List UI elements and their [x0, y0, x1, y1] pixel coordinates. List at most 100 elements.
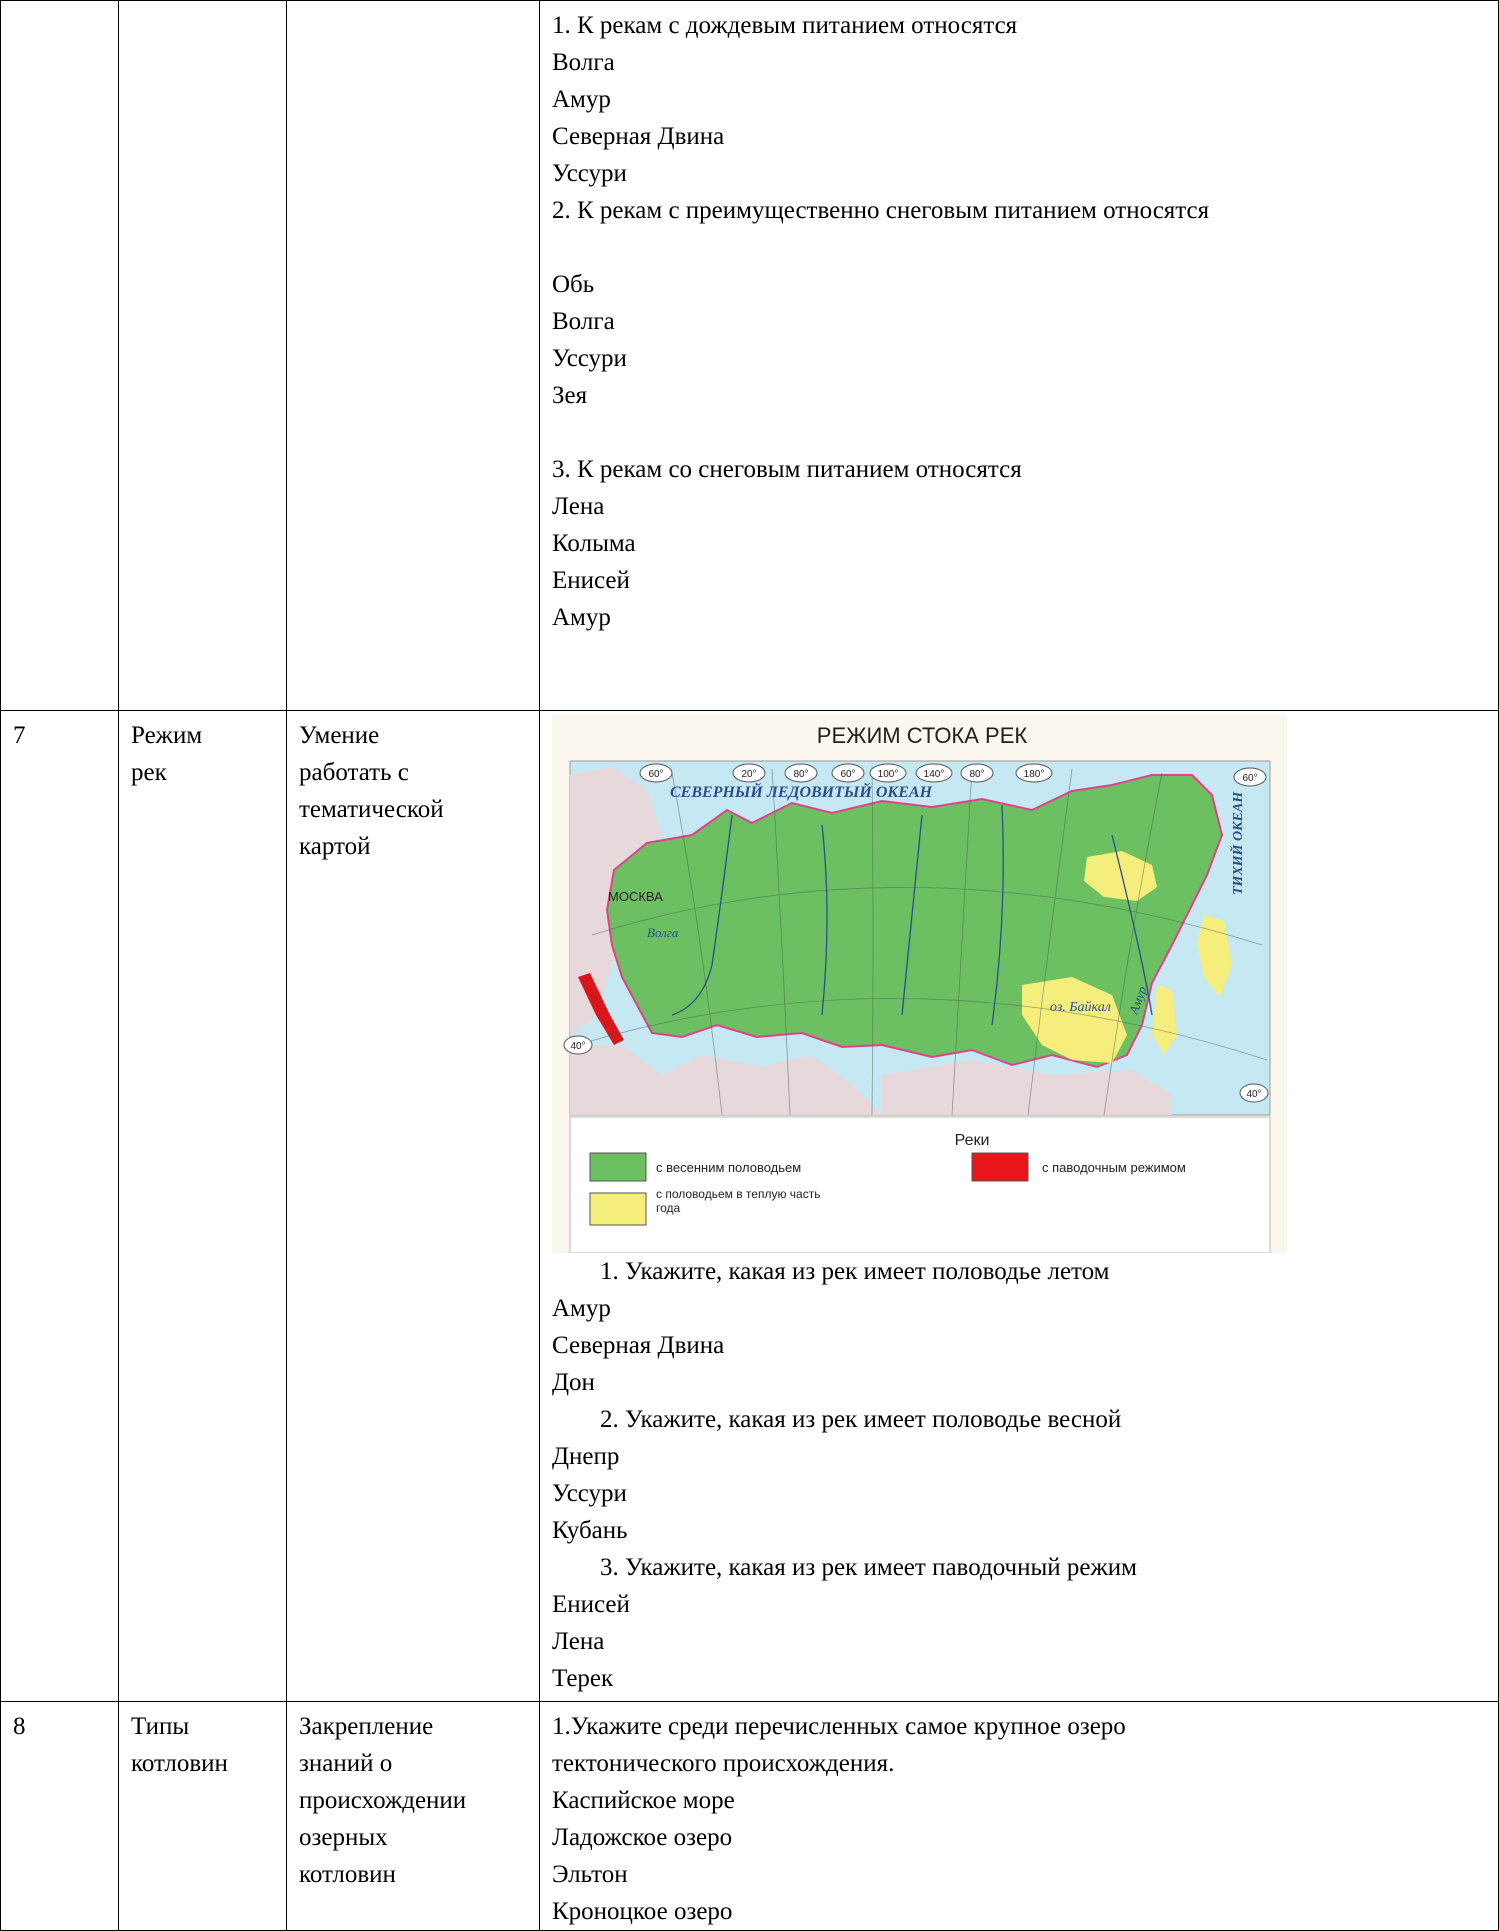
text-line: 1. К рекам с дождевым питанием относятся — [552, 12, 1018, 39]
degree-badge: 40° — [563, 1035, 593, 1055]
text-line: Колыма — [552, 530, 636, 557]
skill-text: картой — [299, 833, 371, 860]
answer-option: Дон — [552, 1369, 595, 1396]
degree-badge: 80° — [960, 763, 994, 783]
answer-option: Каспийское море — [552, 1787, 735, 1814]
row-number: 7 — [13, 722, 26, 749]
svg-text:60°: 60° — [648, 769, 663, 780]
degree-badge: 40° — [1239, 1083, 1269, 1103]
tasks-cell: 1.Укажите среди перечисленных самое круп… — [539, 1701, 1499, 1931]
topic-cell: Типы котловин — [118, 1701, 287, 1931]
skill-text: происхождении — [299, 1787, 467, 1814]
legend-label-spring: с весенним половодьем — [656, 1160, 801, 1175]
degree-badge: 20° — [732, 763, 766, 783]
skill-text: работать с — [299, 759, 409, 786]
text-line: Волга — [552, 49, 615, 76]
question-text: 1. Укажите, какая из рек имеет половодье… — [600, 1258, 1110, 1285]
table-row: 8 Типы котловин Закрепление знаний о про… — [0, 1701, 1499, 1931]
text-line: 2. К рекам с преимущественно снеговым пи… — [552, 197, 1210, 224]
skill-text: озерных — [299, 1824, 388, 1851]
legend-title: Реки — [955, 1132, 990, 1149]
ocean-label-east: ТИХИЙ ОКЕАН — [1228, 791, 1246, 895]
degree-badge: 100° — [869, 763, 907, 783]
text-line: Обь — [552, 271, 595, 298]
tasks-cell: 1. К рекам с дождевым питанием относятся… — [539, 0, 1499, 711]
text-line: Енисей — [552, 567, 630, 594]
degree-badge: 60° — [831, 763, 865, 783]
svg-text:60°: 60° — [1242, 773, 1257, 784]
svg-text:40°: 40° — [570, 1041, 585, 1052]
map-title: РЕЖИМ СТОКА РЕК — [817, 723, 1028, 748]
skill-cell — [286, 0, 540, 711]
answer-option: Енисей — [552, 1591, 630, 1618]
legend-swatch-flood — [971, 1152, 1029, 1182]
answer-option: Уссури — [552, 1480, 627, 1507]
row-number: 8 — [13, 1713, 26, 1740]
text-line: Зея — [552, 382, 588, 409]
text-line: Волга — [552, 308, 615, 335]
river-regime-map: РЕЖИМ СТОКА РЕК — [552, 715, 1287, 1253]
text-line: 3. К рекам со снеговым питанием относятс… — [552, 456, 1022, 483]
degree-badge: 180° — [1015, 763, 1053, 783]
skill-text: Умение — [299, 722, 380, 749]
svg-text:40°: 40° — [1246, 1089, 1261, 1100]
legend-label-flood: с паводочным режимом — [1042, 1160, 1186, 1175]
answer-option: Ладожское озеро — [552, 1824, 733, 1851]
answer-option: Эльтон — [552, 1861, 628, 1888]
answer-option: Кубань — [552, 1517, 628, 1544]
table-row: 1. К рекам с дождевым питанием относятся… — [0, 0, 1499, 711]
legend-swatch-summer — [589, 1192, 647, 1226]
answer-option: Северная Двина — [552, 1332, 725, 1359]
text-line: Амур — [552, 86, 611, 113]
map-figure: РЕЖИМ СТОКА РЕК — [552, 715, 1287, 1253]
svg-text:20°: 20° — [741, 769, 756, 780]
answer-option: Амур — [552, 1295, 611, 1322]
legend-label-summer: с половодьем в теплую часть года — [656, 1187, 821, 1215]
skill-cell: Закрепление знаний о происхождении озерн… — [286, 1701, 540, 1931]
degree-badge: 80° — [784, 763, 818, 783]
text-line: Уссури — [552, 160, 627, 187]
answer-option: Кроноцкое озеро — [552, 1898, 733, 1925]
svg-text:80°: 80° — [969, 769, 984, 780]
text-line: Амур — [552, 604, 611, 631]
topic-cell — [118, 0, 287, 711]
text-line: тектонического происхождения. — [552, 1750, 895, 1777]
blank-line — [552, 414, 1488, 451]
svg-text:80°: 80° — [793, 769, 808, 780]
skill-text: знаний о — [299, 1750, 393, 1777]
river-label-volga: Волга — [647, 925, 679, 940]
answer-option: Лена — [552, 1628, 605, 1655]
topic-text: Режим — [131, 722, 203, 749]
city-label: МОСКВА — [608, 889, 663, 904]
degree-badge: 60° — [1233, 767, 1267, 787]
question-text: 3. Укажите, какая из рек имеет паводочны… — [600, 1554, 1137, 1581]
degree-badge: 60° — [639, 763, 673, 783]
skill-text: котловин — [299, 1861, 396, 1888]
row-number-cell: 8 — [0, 1701, 119, 1931]
skill-text: тематической — [299, 796, 444, 823]
lake-label: оз. Байкал — [1050, 1000, 1111, 1015]
topic-cell: Режим рек — [118, 710, 287, 1702]
text-line: Лена — [552, 493, 605, 520]
legend-swatch-spring — [589, 1152, 647, 1182]
text-line: 1.Укажите среди перечисленных самое круп… — [552, 1713, 1126, 1740]
skill-cell: Умение работать с тематической картой — [286, 710, 540, 1702]
text-line: Уссури — [552, 345, 627, 372]
degree-badge: 140° — [915, 763, 953, 783]
tasks-cell: РЕЖИМ СТОКА РЕК — [539, 710, 1499, 1702]
answer-option: Терек — [552, 1665, 614, 1692]
topic-text: Типы — [131, 1713, 190, 1740]
svg-text:100°: 100° — [878, 769, 899, 780]
topic-text: котловин — [131, 1750, 228, 1777]
skill-text: Закрепление — [299, 1713, 434, 1740]
svg-text:180°: 180° — [1024, 769, 1045, 780]
topic-text: рек — [131, 759, 167, 786]
ocean-label-north: СЕВЕРНЫЙ ЛЕДОВИТЫЙ ОКЕАН — [670, 782, 933, 801]
text-line: Северная Двина — [552, 123, 725, 150]
table-row: 7 Режим рек Умение работать с тематическ… — [0, 710, 1499, 1702]
svg-text:60°: 60° — [840, 769, 855, 780]
row-number-cell — [0, 0, 119, 711]
svg-text:140°: 140° — [924, 769, 945, 780]
